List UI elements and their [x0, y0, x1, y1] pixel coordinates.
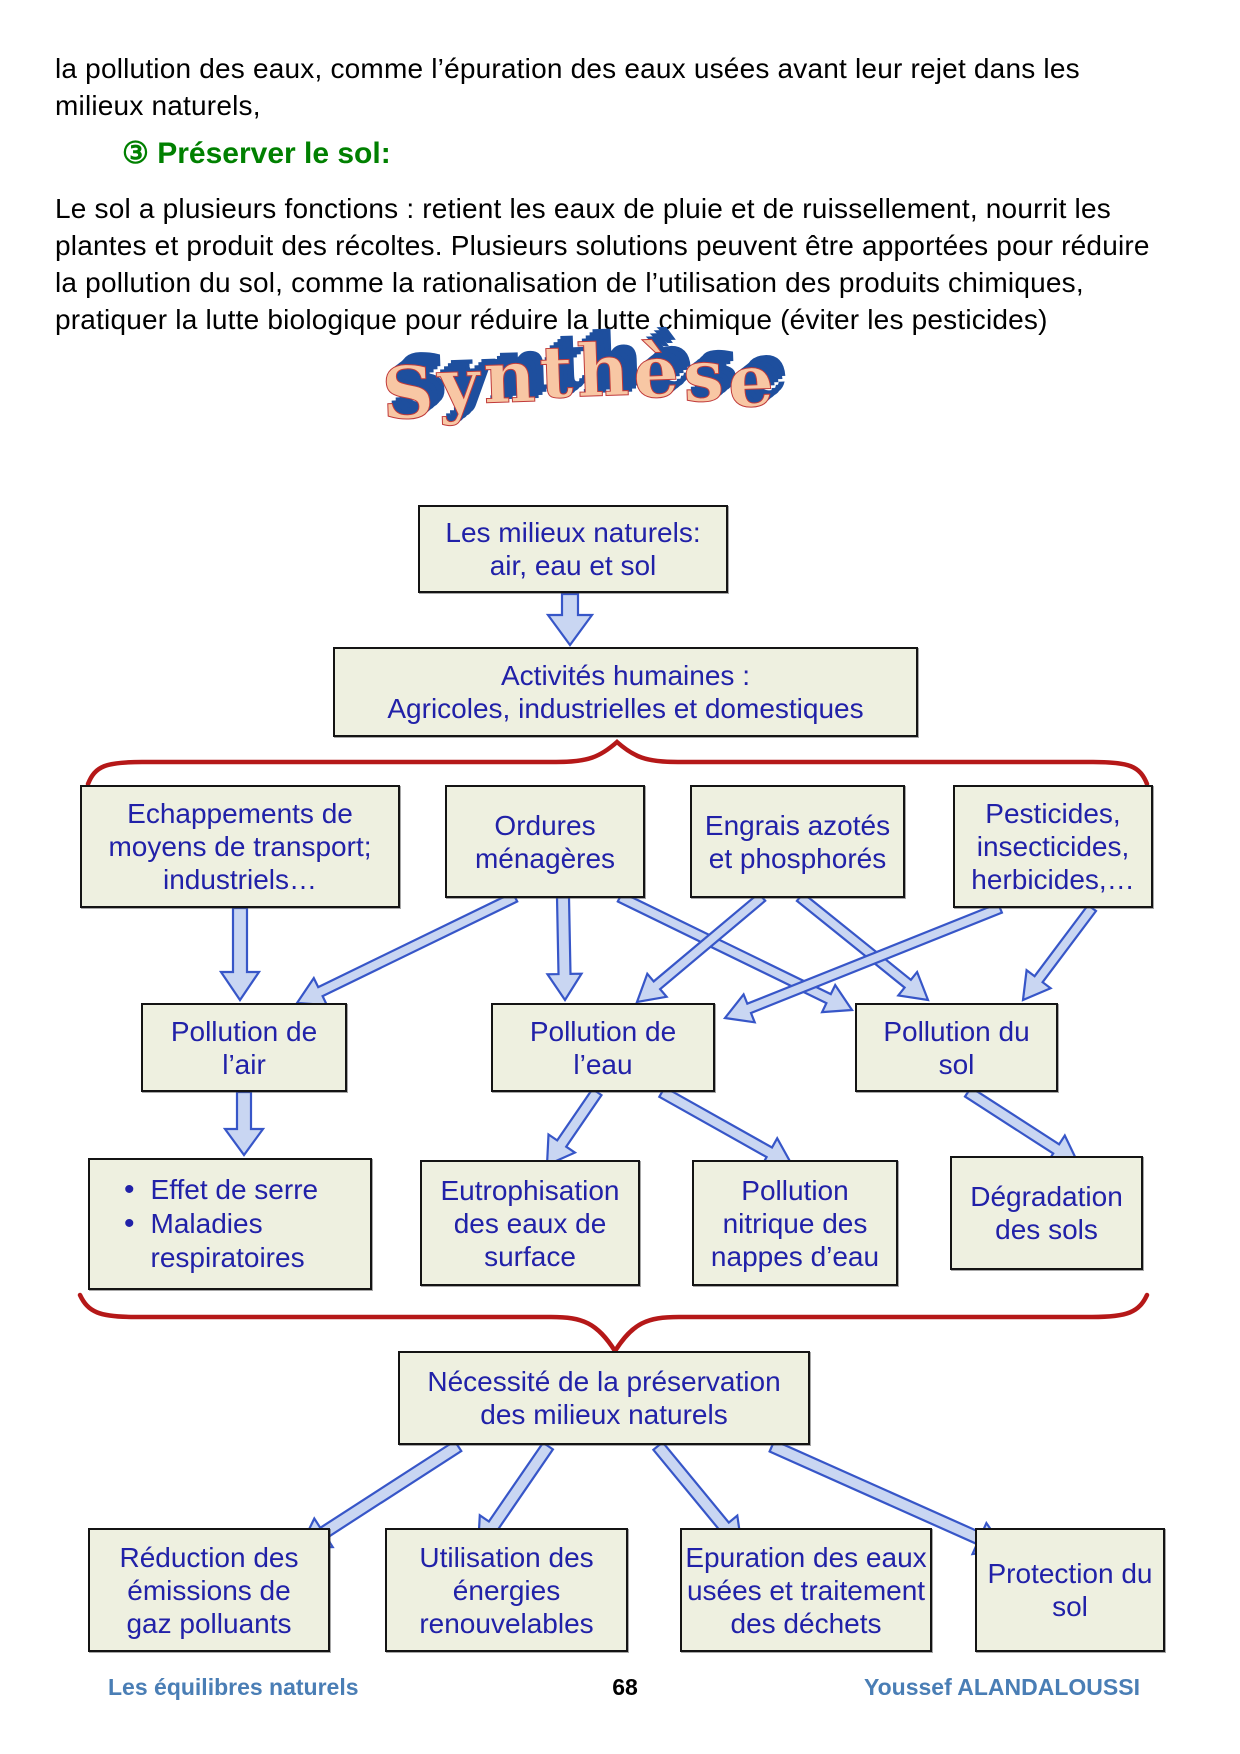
flow-arrow [963, 1085, 1080, 1165]
flow-arrow [657, 1085, 794, 1168]
node-activites-humaines: Activités humaines : Agricoles, industri… [333, 647, 918, 737]
node-pollution-nitrique: Pollution nitrique des nappes d’eau [692, 1160, 898, 1286]
footer-author: Youssef ALANDALOUSSI [863, 1674, 1140, 1700]
bullet-item-effet-de-serre: • Effet de serre [124, 1173, 318, 1207]
node-source-engrais: Engrais azotés et phosphorés [690, 785, 905, 898]
paragraph-sol: Le sol a plusieurs fonctions : retient l… [55, 193, 1150, 335]
footer-page-number: 68 [612, 1674, 638, 1700]
bullet-icon: • [124, 1173, 135, 1206]
node-pollution-air: Pollution de l’air [141, 1003, 347, 1092]
node-source-ordures: Ordures ménagères [445, 785, 645, 898]
wordart-letter: n [481, 332, 542, 420]
bullet-item-maladies: • Maladies respiratoires [124, 1207, 305, 1275]
wordart-letter: s [681, 331, 730, 419]
footer-document-title: Les équilibres naturels [108, 1674, 359, 1700]
wordart-letter: e [726, 337, 780, 425]
flow-arrow [1021, 903, 1098, 1002]
flow-arrow [545, 592, 595, 647]
wordart-letter: h [575, 326, 635, 414]
node-necessite-preservation: Nécessité de la préservation des milieux… [398, 1351, 810, 1445]
node-eutrophisation: Eutrophisation des eaux de surface [420, 1160, 640, 1286]
node-solution-protection-sol: Protection du sol [975, 1528, 1165, 1652]
wordart-letter: S [380, 348, 440, 436]
wordart-letter: y [436, 340, 486, 428]
bullet-label: Maladies respiratoires [150, 1208, 305, 1273]
wordart-letter: t [537, 328, 579, 415]
flow-arrow [616, 891, 854, 1014]
flow-arrow [795, 891, 930, 1002]
bullet-icon: • [124, 1207, 135, 1240]
node-solution-epuration: Epuration des eaux usées et traitement d… [680, 1528, 932, 1652]
node-milieux-naturels: Les milieux naturels: air, eau et sol [418, 505, 728, 593]
node-pollution-sol: Pollution du sol [855, 1003, 1058, 1092]
flow-arrow [545, 895, 584, 1003]
bullet-label: Effet de serre [150, 1174, 319, 1205]
flow-arrow [635, 891, 767, 1004]
wordart-synthese-title: Synthèse [338, 326, 822, 457]
node-pollution-eau: Pollution de l’eau [491, 1003, 715, 1092]
node-source-pesticides: Pesticides, insecticides, herbicides,… [953, 785, 1153, 908]
wordart-letter: è [631, 327, 685, 415]
paragraph-intro: la pollution des eaux, comme l’épuration… [55, 53, 1080, 121]
flow-arrow [545, 1087, 604, 1167]
node-degradation-sols: Dégradation des sols [950, 1156, 1143, 1270]
brace-bottom [77, 1292, 1150, 1356]
node-source-echappements: Echappements de moyens de transport; ind… [80, 785, 400, 908]
section-heading-preserver-le-sol: ③ Préserver le sol: [122, 137, 391, 170]
node-solution-energies-renouvelables: Utilisation des énergies renouvelables [385, 1528, 628, 1652]
node-solution-reduction-emissions: Réduction des émissions de gaz polluants [88, 1528, 330, 1652]
flow-arrow [218, 906, 262, 1002]
flow-arrow [295, 891, 519, 1007]
flow-arrow [222, 1090, 266, 1157]
node-effets-air: • Effet de serre • Maladies respiratoire… [88, 1158, 372, 1290]
brace-top [85, 738, 1150, 787]
